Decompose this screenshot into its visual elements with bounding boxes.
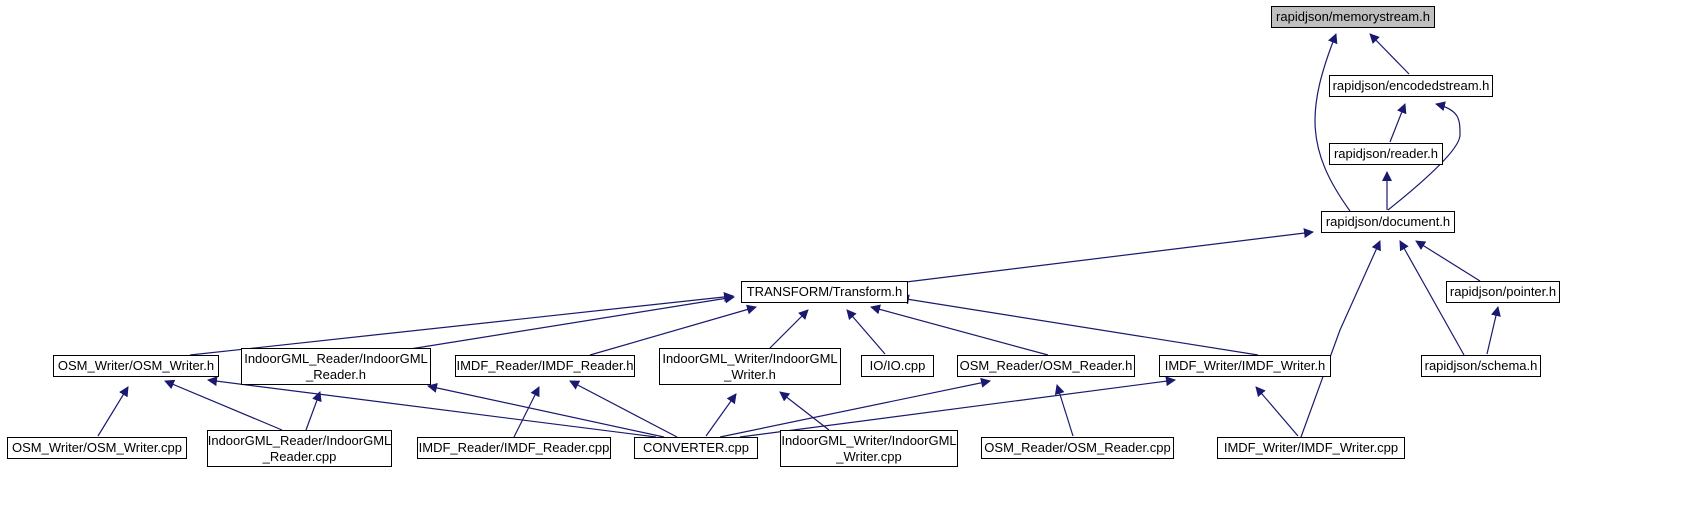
- node-io-cpp[interactable]: IO/IO.cpp: [861, 355, 934, 377]
- node-osm-writer-cpp[interactable]: OSM_Writer/OSM_Writer.cpp: [7, 437, 187, 459]
- edge-converter-cpp-to-osm-writer-h: [207, 376, 657, 438]
- edge-imdf-writer-h-to-transform: [899, 294, 1259, 356]
- edge-converter-cpp-to-osm-reader-h: [719, 377, 991, 438]
- edge-imdf-writer-cpp-to-document: [1300, 240, 1381, 438]
- edge-indoorgml-writer-h-to-transform: [769, 309, 809, 349]
- edge-osm-writer-cpp-to-osm-writer-h: [97, 386, 129, 437]
- edge-document-to-encodedstream: [1387, 101, 1461, 211]
- edge-osm-writer-h-to-transform: [189, 292, 734, 356]
- edge-document-to-memorystream: [1314, 33, 1351, 212]
- edge-osm-reader-h-to-transform: [870, 304, 1049, 356]
- node-imdf-reader-cpp[interactable]: IMDF_Reader/IMDF_Reader.cpp: [417, 437, 611, 459]
- edge-schema-to-pointer: [1486, 306, 1501, 355]
- edge-transform-to-document: [905, 228, 1314, 283]
- node-rapidjson-memorystream-h: rapidjson/memorystream.h: [1271, 6, 1435, 28]
- node-osm-reader-cpp[interactable]: OSM_Reader/OSM_Reader.cpp: [981, 437, 1174, 459]
- node-rapidjson-pointer-h[interactable]: rapidjson/pointer.h: [1446, 281, 1560, 303]
- node-osm-reader-h[interactable]: OSM_Reader/OSM_Reader.h: [957, 355, 1135, 377]
- edge-osm-reader-cpp-to-osm-reader-h: [1054, 384, 1074, 437]
- edge-indoorgml-reader-cpp-to-indoorgml-reader-h: [305, 391, 322, 431]
- node-converter-cpp[interactable]: CONVERTER.cpp: [634, 437, 758, 459]
- edge-converter-cpp-to-indoorgml-writer-h: [705, 393, 737, 437]
- edge-indoorgml-reader-h-to-transform: [409, 293, 735, 350]
- node-transform-h[interactable]: TRANSFORM/Transform.h: [741, 281, 908, 303]
- node-rapidjson-document-h[interactable]: rapidjson/document.h: [1321, 211, 1455, 233]
- edge-io-cpp-to-transform: [846, 309, 886, 355]
- edge-converter-cpp-to-indoorgml-reader-h: [427, 383, 665, 438]
- node-rapidjson-schema-h[interactable]: rapidjson/schema.h: [1421, 355, 1541, 377]
- node-indoorgml-reader-cpp[interactable]: IndoorGML_Reader/IndoorGML _Reader.cpp: [207, 430, 392, 467]
- edge-reader-to-encodedstream: [1389, 103, 1407, 143]
- node-imdf-reader-h[interactable]: IMDF_Reader/IMDF_Reader.h: [455, 355, 635, 377]
- edge-imdf-writer-cpp-to-imdf-writer-h: [1255, 386, 1299, 437]
- edge-imdf-reader-h-to-transform: [589, 304, 757, 356]
- node-indoorgml-writer-cpp[interactable]: IndoorGML_Writer/IndoorGML _Writer.cpp: [780, 430, 958, 467]
- edge-indoorgml-reader-cpp-to-osm-writer-h: [164, 379, 283, 431]
- node-imdf-writer-cpp[interactable]: IMDF_Writer/IMDF_Writer.cpp: [1217, 437, 1405, 459]
- node-indoorgml-writer-h[interactable]: IndoorGML_Writer/IndoorGML _Writer.h: [659, 348, 841, 385]
- node-osm-writer-h[interactable]: OSM_Writer/OSM_Writer.h: [53, 355, 219, 377]
- edge-encodedstream-to-memorystream: [1369, 33, 1410, 75]
- edge-pointer-to-document: [1415, 240, 1481, 282]
- edge-imdf-reader-cpp-to-imdf-reader-h: [513, 386, 540, 438]
- node-rapidjson-encodedstream-h[interactable]: rapidjson/encodedstream.h: [1329, 75, 1493, 97]
- node-rapidjson-reader-h[interactable]: rapidjson/reader.h: [1329, 143, 1443, 165]
- dependency-edges: [97, 33, 1501, 438]
- node-indoorgml-reader-h[interactable]: IndoorGML_Reader/IndoorGML _Reader.h: [241, 348, 431, 385]
- node-imdf-writer-h[interactable]: IMDF_Writer/IMDF_Writer.h: [1159, 355, 1331, 377]
- edge-schema-to-document: [1399, 240, 1465, 356]
- edge-indoorgml-writer-cpp-to-indoorgml-writer-h: [779, 391, 830, 431]
- edge-converter-cpp-to-imdf-writer-h: [739, 376, 1176, 438]
- edge-converter-cpp-to-imdf-reader-h: [569, 380, 678, 438]
